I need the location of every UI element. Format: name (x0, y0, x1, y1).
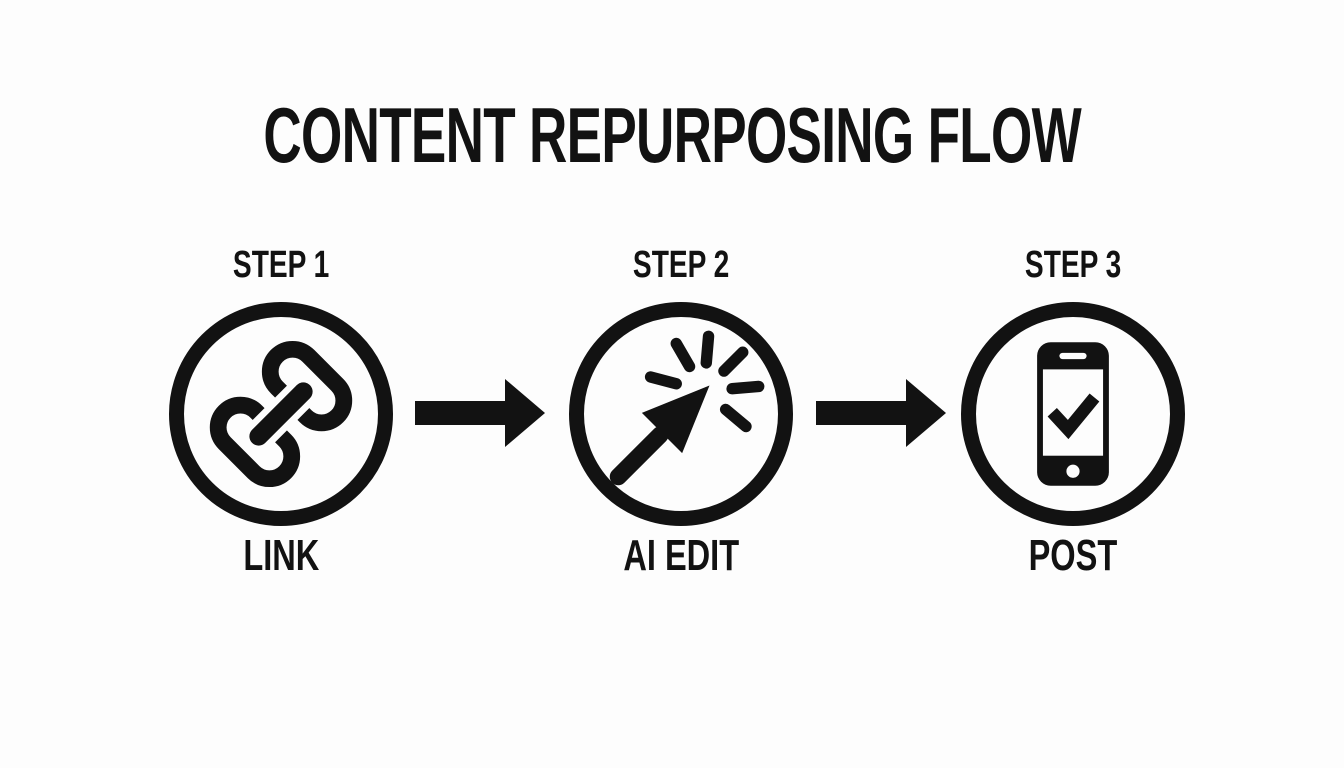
page-title-text: CONTENT REPURPOSING FLOW (263, 91, 1081, 179)
smartphone-check-icon (1037, 342, 1109, 486)
flow-arrow-2 (815, 376, 947, 455)
step-3-label-text: POST (1028, 531, 1118, 580)
step-3-title: STEP 3 (1008, 246, 1138, 284)
flow-arrow-1 (414, 376, 546, 455)
step-1-title-text: STEP 1 (232, 244, 330, 286)
step-3-circle (961, 302, 1185, 526)
link-icon (209, 340, 353, 488)
step-2-title-text: STEP 2 (632, 244, 730, 286)
step-3-title-text: STEP 3 (1024, 244, 1122, 286)
step-1: STEP 1 LINK (141, 246, 421, 578)
magic-wand-icon (609, 330, 765, 486)
step-3: STEP 3 POST (933, 246, 1213, 578)
arrow-right-icon (816, 379, 946, 447)
page-title: CONTENT REPURPOSING FLOW (0, 96, 1344, 174)
step-1-circle (169, 302, 393, 526)
step-3-label: POST (1013, 534, 1133, 578)
step-1-label: LINK (230, 534, 333, 578)
step-1-title: STEP 1 (216, 246, 346, 284)
step-2: STEP 2 AI EDIT (541, 246, 821, 578)
arrow-right-icon (415, 379, 545, 447)
step-2-label: AI EDIT (603, 534, 759, 578)
step-1-label-text: LINK (243, 531, 319, 580)
step-2-label-text: AI EDIT (623, 531, 739, 580)
step-2-title: STEP 2 (616, 246, 746, 284)
step-2-circle (569, 302, 793, 526)
